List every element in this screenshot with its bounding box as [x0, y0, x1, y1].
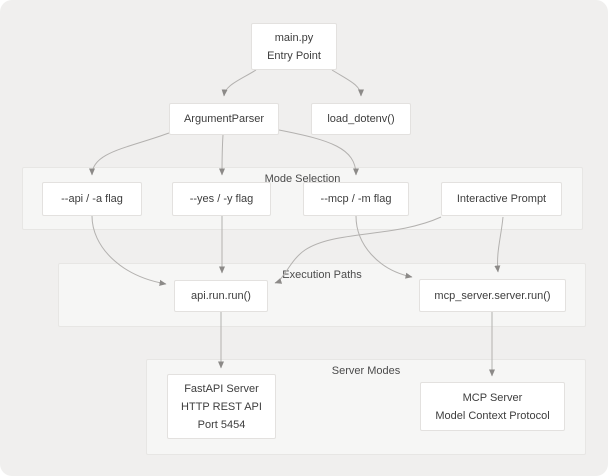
edge-main-to-load-dotenv [331, 69, 364, 97]
node-api-flag-label: --api / -a flag [61, 193, 123, 205]
node-interactive-prompt: Interactive Prompt [441, 182, 562, 216]
node-mcp-flag-label: --mcp / -m flag [320, 193, 392, 205]
node-api-run-label: api.run.run() [191, 290, 251, 302]
node-mcp-server-line-1: MCP Server [462, 391, 523, 404]
node-yes-flag: --yes / -y flag [172, 182, 271, 216]
node-main-line-2: Entry Point [267, 49, 321, 62]
node-load-dotenv: load_dotenv() [311, 103, 411, 135]
node-main-line-1: main.py [274, 31, 314, 44]
node-fastapi-server: FastAPI Server HTTP REST API Port 5454 [167, 374, 276, 439]
node-fastapi-line-3: Port 5454 [197, 418, 246, 431]
group-server-modes-label: Server Modes [331, 365, 401, 377]
node-mcp-server-run: mcp_server.server.run() [419, 279, 566, 312]
node-mcp-flag: --mcp / -m flag [303, 182, 409, 216]
node-interactive-prompt-label: Interactive Prompt [456, 193, 547, 205]
node-argument-parser: ArgumentParser [169, 103, 279, 135]
node-mcp-server-line-2: Model Context Protocol [435, 409, 550, 422]
node-api-flag: --api / -a flag [42, 182, 142, 216]
edge-main-to-argumentparser [221, 69, 257, 97]
node-mcp-server: MCP Server Model Context Protocol [420, 382, 565, 431]
node-fastapi-line-2: HTTP REST API [181, 400, 262, 413]
node-api-run: api.run.run() [174, 280, 268, 312]
node-yes-flag-label: --yes / -y flag [189, 193, 254, 205]
node-main-entry-point: main.py Entry Point [251, 23, 337, 70]
node-argument-parser-label: ArgumentParser [183, 113, 265, 125]
node-load-dotenv-label: load_dotenv() [327, 113, 395, 125]
node-mcp-server-run-label: mcp_server.server.run() [434, 289, 551, 302]
node-fastapi-line-1: FastAPI Server [184, 382, 259, 395]
